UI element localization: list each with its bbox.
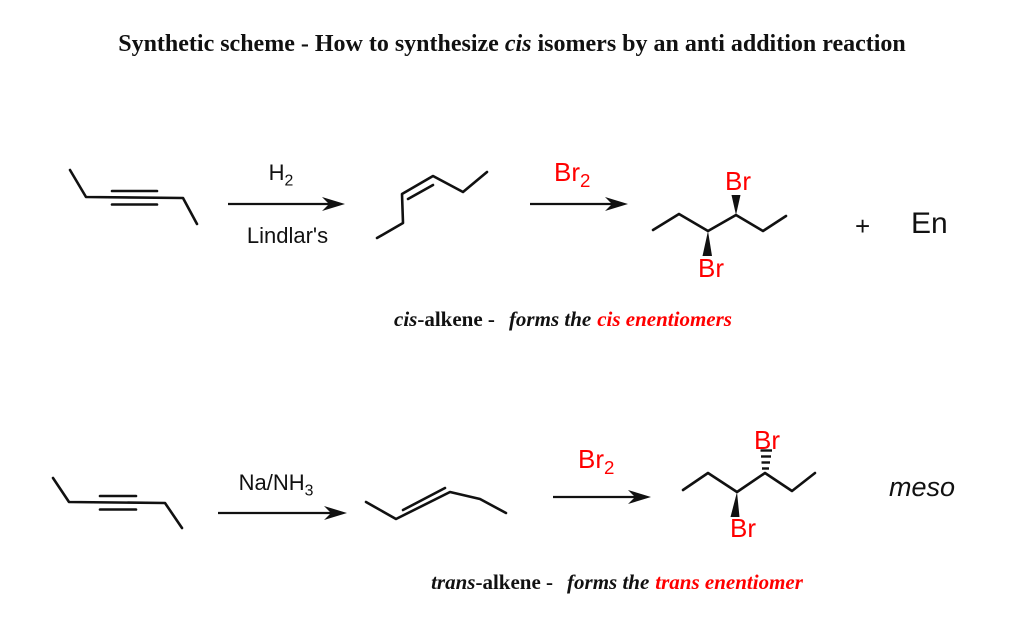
arrow-head — [605, 197, 628, 211]
na-nh3-subscript: 3 — [304, 482, 314, 500]
dibromide-product-top — [651, 195, 788, 256]
br2-subscript: 2 — [580, 170, 591, 192]
alkyne-bottom-chain — [51, 476, 184, 530]
caption-alkene-word: -alkene - — [417, 307, 495, 331]
caption-forms-the: forms the — [508, 307, 592, 331]
catalyst-lindlars-label: Lindlar's — [246, 223, 329, 248]
alkyne-structure-top — [68, 168, 199, 226]
br-substituent-label-bottom-down: Br — [730, 513, 756, 543]
reagent-h2-label: H2 — [260, 160, 302, 190]
title-cis-emphasis: cis — [504, 31, 532, 57]
reagent-br2-label-top: Br2 — [554, 158, 590, 192]
reaction-arrow-dissolving-metal — [218, 506, 347, 520]
caption-cis-word: cis — [394, 307, 418, 331]
caption-forms-the: forms the — [567, 570, 650, 594]
br2-base: Br — [554, 157, 580, 187]
dibromide-top-chain — [651, 212, 788, 233]
cis-double-bond-inner-line — [406, 183, 435, 201]
solid-wedge-down-to-br — [702, 231, 712, 256]
dibromide-bottom-chain — [681, 471, 817, 494]
alkyne-structure-bottom — [51, 476, 184, 530]
arrow-head — [322, 197, 345, 211]
caption-trans-word: trans — [431, 570, 476, 594]
solid-wedge-up-to-br — [731, 195, 741, 215]
title-post: isomers by an anti addition reaction — [531, 31, 906, 57]
reaction-arrow-bromination-top — [530, 197, 628, 211]
alkyne-top-chain — [68, 168, 199, 226]
reaction-arrow-hydrogenation — [228, 197, 345, 211]
reagent-br2-label-bottom: Br2 — [578, 445, 614, 479]
meso-label: meso — [889, 472, 956, 502]
br-substituent-label-bottom-up: Br — [754, 425, 780, 455]
plus-sign: + — [855, 211, 871, 241]
h2-base: H — [268, 160, 285, 185]
cis-alkene-structure — [375, 170, 489, 240]
br2-base: Br — [578, 444, 604, 474]
caption-red-result: trans enentiomer — [655, 570, 803, 594]
reaction-arrow-bromination-bottom — [553, 490, 651, 504]
dibromide-product-bottom — [681, 449, 817, 517]
solid-wedge-down-to-br — [730, 492, 740, 517]
trans-alkene-chain — [364, 490, 508, 521]
title-pre: Synthetic scheme - How to synthesize — [118, 31, 505, 57]
na-nh3-base: Na/NH — [238, 470, 305, 495]
br-substituent-label-top-up: Br — [725, 166, 751, 196]
cis-alkene-chain — [375, 170, 489, 240]
h2-subscript: 2 — [284, 172, 294, 190]
br-substituent-label-top-down: Br — [698, 253, 724, 283]
arrow-head — [628, 490, 651, 504]
reagent-na-nh3-label: Na/NH3 — [216, 470, 336, 500]
trans-double-bond-inner-line — [401, 486, 447, 512]
trans-alkene-structure — [364, 486, 508, 521]
page-title: Synthetic scheme - How to synthesize cis… — [0, 31, 1024, 57]
enantiomer-abbreviation: En — [911, 207, 948, 240]
caption-alkene-word: -alkene - — [475, 570, 554, 594]
arrow-head — [324, 506, 347, 520]
br2-subscript: 2 — [604, 457, 615, 479]
caption-red-result: cis enentiomers — [597, 307, 732, 331]
